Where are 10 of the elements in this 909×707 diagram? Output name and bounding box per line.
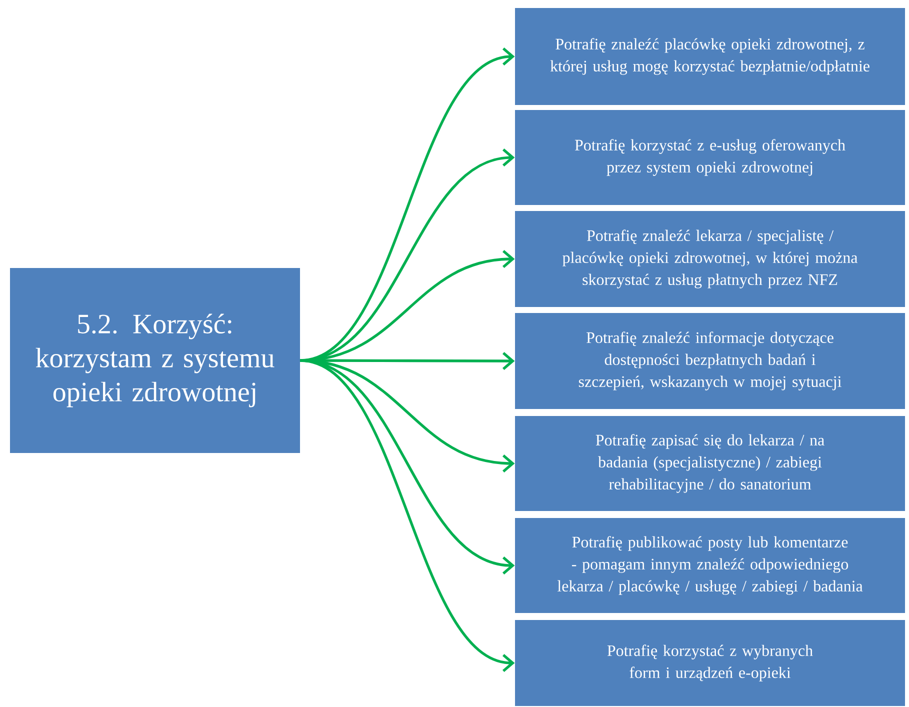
curved-arrow — [300, 359, 515, 473]
topic-box: 5.2. Korzyść: korzystam z systemu opieki zdrowotnej — [10, 268, 300, 453]
curved-arrow — [300, 359, 515, 672]
outcome-box: Potrafię korzystać z wybranych form i urządzeń e-opieki — [515, 620, 905, 706]
outcome-box: Potrafię zapisać się do lekarza / na badania (specjalistyczne) / zabiegi rehabilitacyjne / do sanatorium — [515, 416, 905, 511]
outcome-box: Potrafię korzystać z e-usług oferowanych przez system opieki zdrowotnej — [515, 110, 905, 205]
outcome-box: Potrafię znaleźć informacje dotyczące dostępności bezpłatnych badań i szczepień, wskazanych w mojej sytuacji — [515, 313, 905, 409]
outcome-box: Potrafię znaleźć placówkę opieki zdrowotnej, z której usług mogę korzystać bezpłatnie/odpłatnie — [515, 8, 905, 105]
outcome-box: Potrafię znaleźć lekarza / specjalistę / placówkę opieki zdrowotnej, w której można skorzystać z usług płatnych przez NFZ — [515, 211, 905, 307]
outcome-box: Potrafię publikować posty lub komentarze - pomagam innym znaleźć odpowiedniego lekarza / placówkę / usługę / zabiegi / badania — [515, 518, 905, 613]
